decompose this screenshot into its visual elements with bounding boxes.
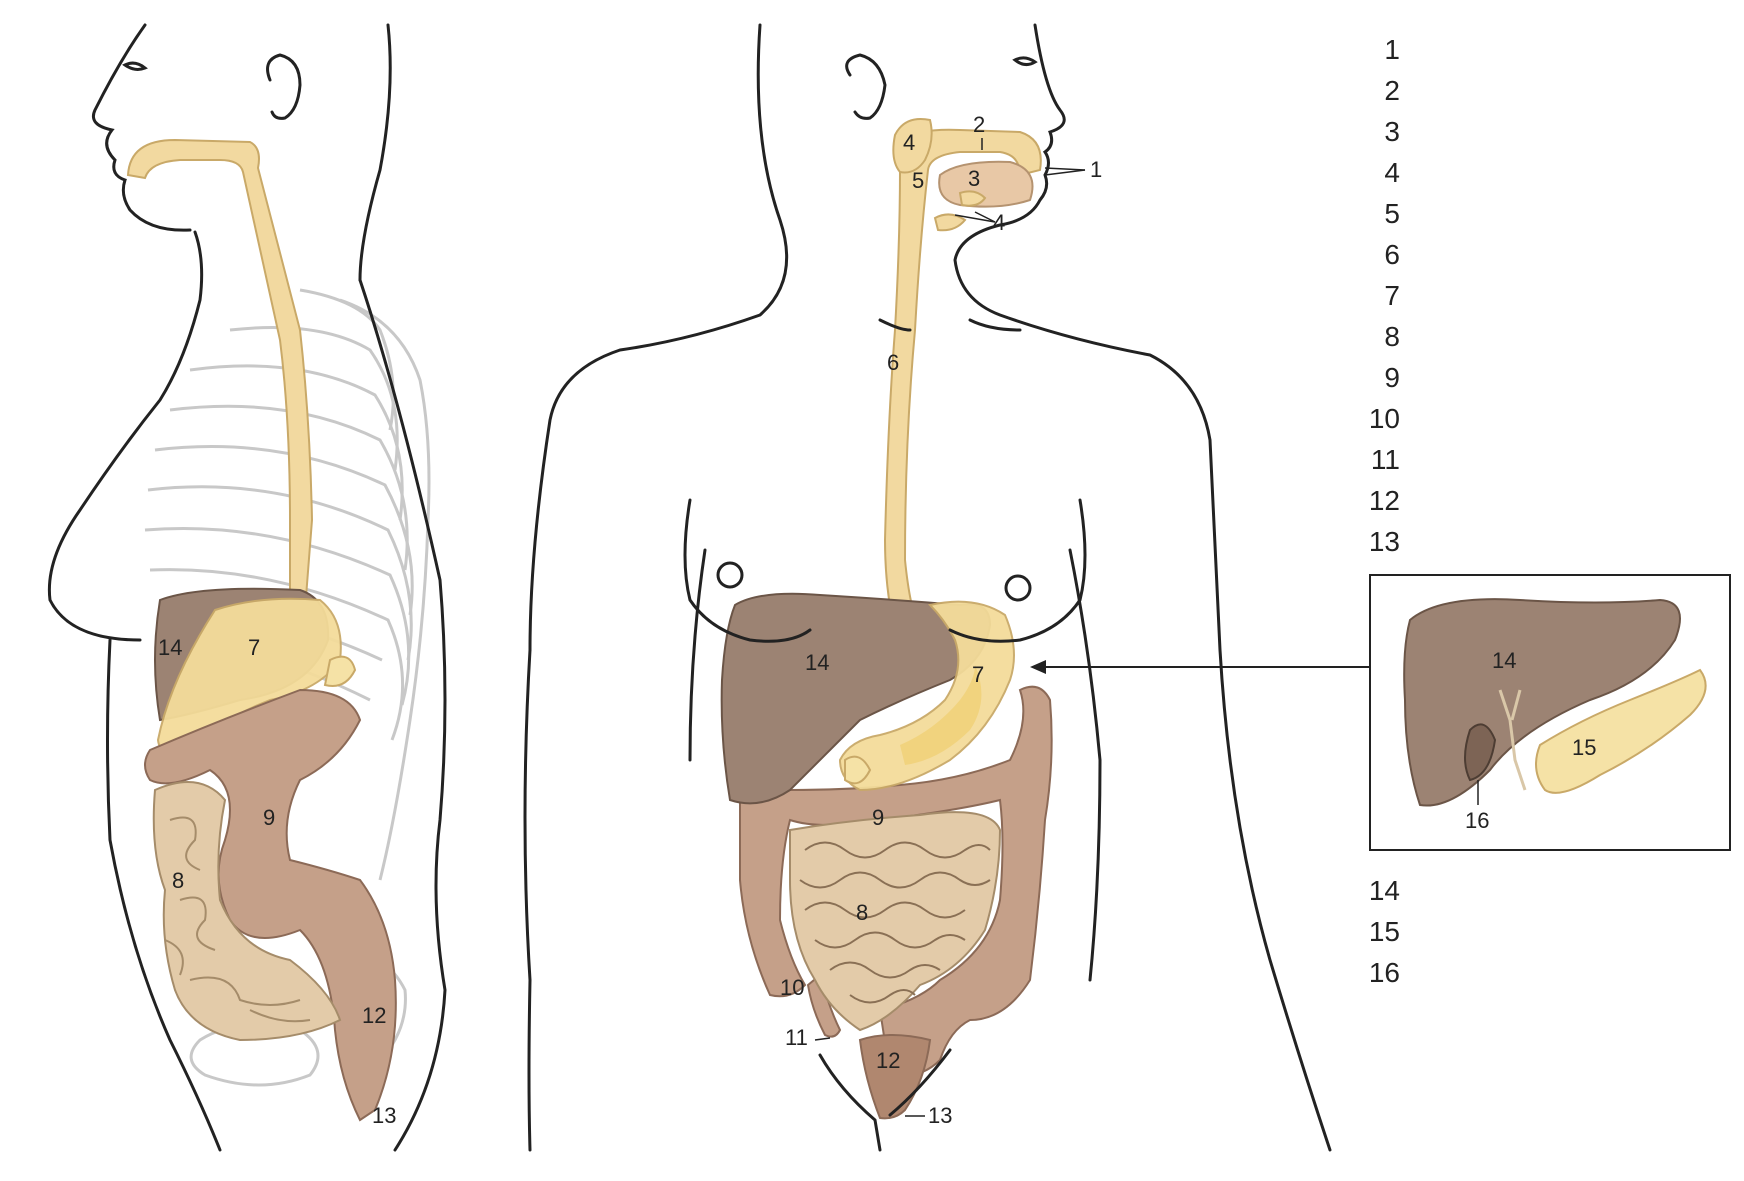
legend-item: 6 <box>1384 239 1400 270</box>
front-label-1: 1 <box>1090 157 1102 182</box>
inset-arrow <box>1030 660 1370 674</box>
side-label-small-intestine: 8 <box>172 868 184 893</box>
legend-item: 2 <box>1384 75 1400 106</box>
front-rectum <box>858 1034 932 1120</box>
side-small-intestine <box>152 781 342 1042</box>
front-label-3: 3 <box>968 166 980 191</box>
front-parotid-gland <box>892 118 933 174</box>
front-label-13: 13 <box>928 1103 952 1128</box>
front-view-figure <box>523 23 1332 1152</box>
front-pancreas <box>844 755 872 785</box>
inset-pancreas <box>1535 668 1707 794</box>
legend-item: 11 <box>1370 444 1400 475</box>
legend-item: 15 <box>1368 916 1400 947</box>
legend-item: 13 <box>1368 526 1400 557</box>
legend-item: 10 <box>1368 403 1400 434</box>
legend-item: 16 <box>1368 957 1400 988</box>
front-appendix <box>806 973 842 1038</box>
side-colon <box>144 688 397 1122</box>
legend-item: 7 <box>1384 280 1400 311</box>
legend-item: 5 <box>1384 198 1400 229</box>
front-label-8: 8 <box>856 900 868 925</box>
front-labels: 1 2 3 4 4 5 6 14 7 9 8 10 11 12 13 <box>780 112 1102 1128</box>
inset-labels: 14 15 16 <box>1465 648 1596 833</box>
front-leader-lines <box>814 138 1086 1117</box>
side-label-stomach: 7 <box>248 635 260 660</box>
side-body-outline <box>47 23 447 1152</box>
side-pancreas <box>323 655 357 687</box>
side-intestine-coils <box>164 816 311 1023</box>
front-label-5: 5 <box>912 168 924 193</box>
legend-item: 9 <box>1384 362 1400 393</box>
front-liver <box>720 592 992 805</box>
side-label-colon: 9 <box>263 805 275 830</box>
legend-item: 4 <box>1384 157 1400 188</box>
front-label-2: 2 <box>973 112 985 137</box>
inset-label-15: 15 <box>1572 735 1596 760</box>
front-label-12: 12 <box>876 1048 900 1073</box>
front-label-14: 14 <box>805 650 829 675</box>
side-labels: 14 7 9 8 12 13 <box>158 635 396 1128</box>
front-label-7: 7 <box>972 662 984 687</box>
inset-label-16: 16 <box>1465 808 1489 833</box>
side-label-rectum: 12 <box>362 1003 386 1028</box>
side-esophagus <box>126 138 314 614</box>
front-small-intestine <box>789 811 1002 1032</box>
front-label-11: 11 <box>785 1025 808 1050</box>
front-stomach <box>838 600 1015 792</box>
side-label-anus: 13 <box>372 1103 396 1128</box>
front-label-4b: 4 <box>993 210 1005 235</box>
front-label-10: 10 <box>780 975 804 1000</box>
front-label-6: 6 <box>887 350 899 375</box>
front-label-9: 9 <box>872 805 884 830</box>
front-sublingual-gland <box>933 213 967 232</box>
legend-item: 14 <box>1368 875 1400 906</box>
side-label-liver: 14 <box>158 635 182 660</box>
front-tongue <box>938 160 1034 208</box>
legend-item: 12 <box>1368 485 1400 516</box>
legend-item: 8 <box>1384 321 1400 352</box>
side-view-figure <box>47 23 447 1152</box>
inset-bile-ducts <box>1498 689 1527 791</box>
front-submandibular-gland <box>958 190 987 207</box>
inset-panel <box>1369 574 1731 851</box>
inset-gallbladder <box>1464 723 1497 782</box>
inset-label-14: 14 <box>1492 648 1516 673</box>
side-stomach <box>156 597 342 753</box>
front-intestine-coils <box>799 841 991 1004</box>
legend-item: 1 <box>1384 34 1400 65</box>
front-label-4a: 4 <box>903 130 915 155</box>
front-body-outline <box>523 23 1332 1152</box>
front-stomach-inner <box>900 665 982 765</box>
legend-item: 3 <box>1384 116 1400 147</box>
